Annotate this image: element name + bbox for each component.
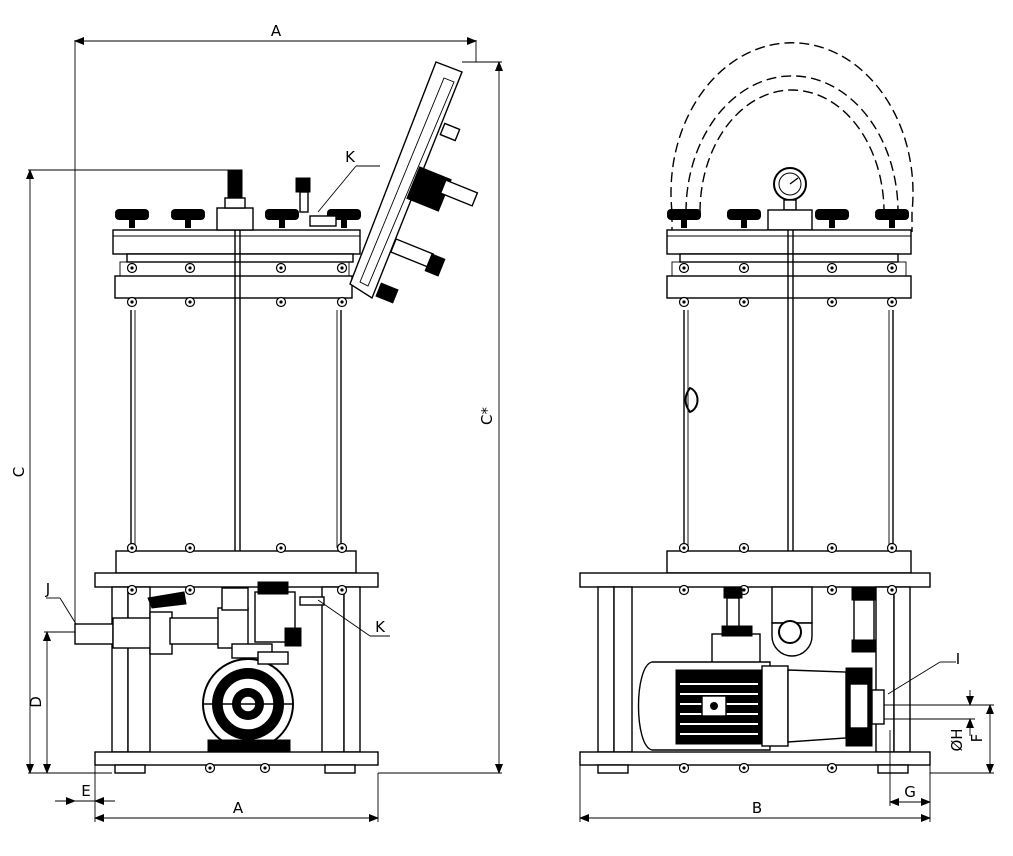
dim-f: F — [930, 704, 994, 774]
label-g: G — [904, 783, 916, 801]
dim-c: C — [10, 169, 235, 774]
pressure-gauge — [767, 167, 813, 231]
front-view: A C C* D E — [10, 22, 503, 822]
label-j: J — [45, 580, 50, 598]
dim-g: G — [889, 730, 931, 806]
label-k-lower: K — [375, 618, 386, 636]
dim-c-star: C* — [378, 61, 503, 774]
label-k-upper: K — [345, 148, 356, 166]
leader-k-upper: K — [317, 148, 380, 213]
label-a-top: A — [271, 22, 282, 40]
front-piping — [74, 581, 325, 659]
side-base-frame — [579, 572, 931, 774]
dim-b: B — [579, 765, 931, 822]
label-e: E — [81, 782, 90, 800]
open-cover — [349, 61, 479, 304]
side-lid — [666, 209, 912, 308]
leader-k-lower: K — [317, 599, 390, 637]
dim-a-top: A — [74, 22, 477, 640]
side-vessel — [666, 230, 912, 600]
label-a-bottom: A — [233, 799, 244, 817]
side-view: B G ØH F I — [579, 42, 994, 822]
label-d: D — [27, 696, 45, 708]
label-b: B — [752, 799, 762, 817]
side-pump — [637, 625, 885, 751]
label-oh: ØH — [948, 728, 966, 751]
front-lid — [112, 169, 361, 308]
leader-j: J — [45, 580, 77, 625]
dim-d: D — [27, 631, 75, 774]
label-i: I — [956, 650, 960, 668]
front-pump — [202, 651, 294, 753]
side-piping — [723, 586, 877, 657]
label-c-star: C* — [478, 407, 496, 425]
label-c: C — [10, 467, 28, 477]
dim-oh: ØH — [884, 690, 975, 752]
dim-e: E — [55, 765, 115, 822]
label-f: F — [968, 734, 986, 743]
dim-a-bottom: A — [94, 773, 379, 822]
leader-i: I — [887, 650, 960, 695]
